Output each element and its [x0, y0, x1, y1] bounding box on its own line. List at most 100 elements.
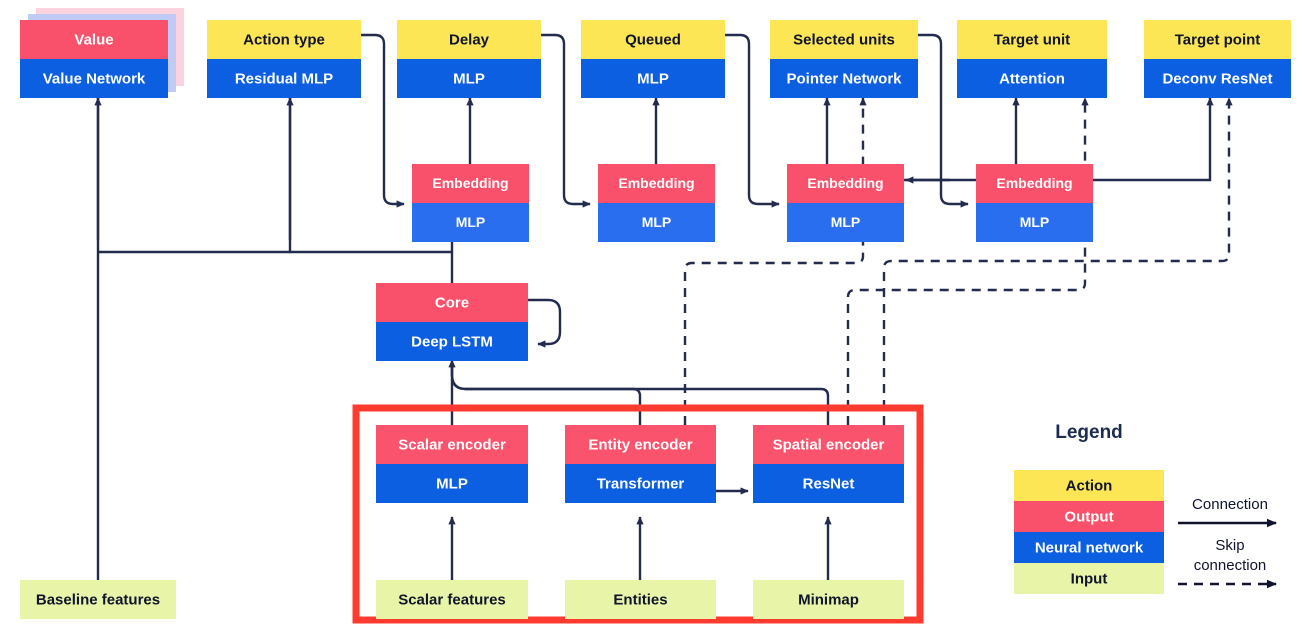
legend-swatch-input-label: Input — [1071, 570, 1108, 587]
head-target_point-bottom-rect — [1144, 59, 1291, 98]
embedding-emb_delay-bottom-rect — [412, 203, 529, 242]
head-selected_units-bottom-label: Pointer Network — [786, 70, 902, 87]
head-delay-top-rect — [397, 20, 541, 59]
conn-core-recurrent-loop — [528, 298, 562, 348]
input-scalar_features-box: Scalar features — [376, 580, 528, 619]
conn-selected-units-to-emb-target — [918, 33, 969, 208]
encoder-spatial_encoder-top-label: Spatial encoder — [773, 436, 885, 453]
skip-entity-to-target-unit — [846, 97, 1089, 425]
embedding-emb_units-bottom-label: MLP — [831, 214, 861, 230]
head-target_point-bottom-label: Deconv ResNet — [1162, 70, 1272, 87]
head-queued-bottom-rect — [581, 59, 725, 98]
encoder-scalar_encoder-top-rect — [376, 425, 528, 464]
encoder-group-highlight — [352, 404, 924, 624]
input-minimap-label: Minimap — [798, 591, 859, 608]
encoder-spatial_encoder-bottom-rect — [753, 464, 904, 503]
head-value-top-label: Value — [74, 31, 113, 48]
core-core-top-label: Core — [435, 294, 469, 311]
embedding-emb_target-bottom-label: MLP — [1020, 214, 1050, 230]
head-action_type-bottom-label: Residual MLP — [235, 70, 333, 87]
legend-connection-label: Connection — [1192, 496, 1268, 513]
head-action_type-top-label: Action type — [243, 31, 325, 48]
embedding-emb_target-top-label: Embedding — [996, 175, 1072, 191]
encoder-entity_encoder-top-label: Entity encoder — [588, 436, 692, 453]
encoder-entity_encoder-bottom-label: Transformer — [597, 475, 685, 492]
embedding-emb_delay-bottom-label: MLP — [456, 214, 486, 230]
embedding-emb_units-top-rect — [787, 164, 904, 203]
legend-swatch-output-rect — [1014, 501, 1164, 532]
head-value-top-rect — [20, 20, 168, 59]
embedding-emb_units-top-label: Embedding — [807, 175, 883, 191]
legend-swatch-input-rect — [1014, 563, 1164, 594]
legend-skip-label-line2: connection — [1194, 557, 1267, 574]
input-baseline_features-rect — [20, 580, 176, 619]
encoder-scalar_encoder-top-label: Scalar encoder — [398, 436, 506, 453]
legend-swatch-action-label: Action — [1066, 477, 1113, 494]
head-value-bottom-label: Value Network — [43, 70, 146, 87]
conn-delay-to-emb-queued — [541, 33, 591, 208]
head-target_unit-top-rect — [957, 20, 1107, 59]
conn-action-type-to-emb-delay — [361, 33, 405, 208]
head-queued-bottom-label: MLP — [637, 70, 669, 87]
head-target_unit-top-label: Target unit — [994, 31, 1070, 48]
embedding-emb_delay-top-rect — [412, 164, 529, 203]
legend-title: Legend — [1055, 422, 1123, 443]
legend-swatch-neural-label: Neural network — [1035, 539, 1144, 556]
conn-spatial-encoder-to-core — [450, 362, 830, 425]
input-baseline_features-label: Baseline features — [36, 591, 160, 608]
head-selected_units-top-label: Selected units — [793, 31, 895, 48]
head-target_point-top-rect — [1144, 20, 1291, 59]
head-target_unit-bottom-rect — [957, 59, 1107, 98]
head-target_unit-bottom-label: Attention — [999, 70, 1065, 87]
encoder-spatial_encoder-bottom-label: ResNet — [803, 475, 855, 492]
embedding-emb_delay-top-label: Embedding — [432, 175, 508, 191]
embedding-emb_target-top-rect — [976, 164, 1093, 203]
head-queued-top-label: Queued — [625, 31, 681, 48]
head-queued-top-rect — [581, 20, 725, 59]
head-target_point-top-label: Target point — [1175, 31, 1261, 48]
encoder-spatial_encoder-top-rect — [753, 425, 904, 464]
embedding-emb_queued-bottom-rect — [598, 203, 715, 242]
head-delay-top-label: Delay — [449, 31, 490, 48]
skip-spatial-to-target-point — [882, 97, 1233, 425]
embedding-emb_queued-top-label: Embedding — [618, 175, 694, 191]
skip-entity-to-selected-units — [683, 97, 867, 425]
conn-queued-to-emb-units — [725, 33, 780, 208]
embedding-emb_units-bottom-rect — [787, 203, 904, 242]
head-delay-bottom-rect — [397, 59, 541, 98]
input-baseline_features-box: Baseline features — [20, 580, 176, 619]
head-action_type-top-rect — [207, 20, 361, 59]
encoder-scalar_encoder-bottom-rect — [376, 464, 528, 503]
legend: Legend Action Output Neural network Inpu… — [1014, 422, 1277, 594]
input-entities-box: Entities — [565, 580, 716, 619]
encoder-scalar_encoder-bottom-label: MLP — [436, 475, 468, 492]
input-entities-rect — [565, 580, 716, 619]
embedding-emb_target-bottom-rect — [976, 203, 1093, 242]
head-value-bottom-rect — [20, 59, 168, 98]
legend-swatch-action-rect — [1014, 470, 1164, 501]
conn-entity-encoder-to-core — [450, 362, 642, 425]
core-core-bottom-label: Deep LSTM — [411, 333, 493, 350]
encoder-entity_encoder-top-rect — [565, 425, 716, 464]
input-scalar_features-label: Scalar features — [398, 591, 506, 608]
core-core-top-rect — [376, 283, 528, 322]
legend-swatch-neural-rect — [1014, 532, 1164, 563]
conn-emb-target-out-right — [1093, 97, 1214, 182]
embedding-emb_queued-top-rect — [598, 164, 715, 203]
legend-swatch-output-label: Output — [1064, 508, 1113, 525]
input-scalar_features-rect — [376, 580, 528, 619]
